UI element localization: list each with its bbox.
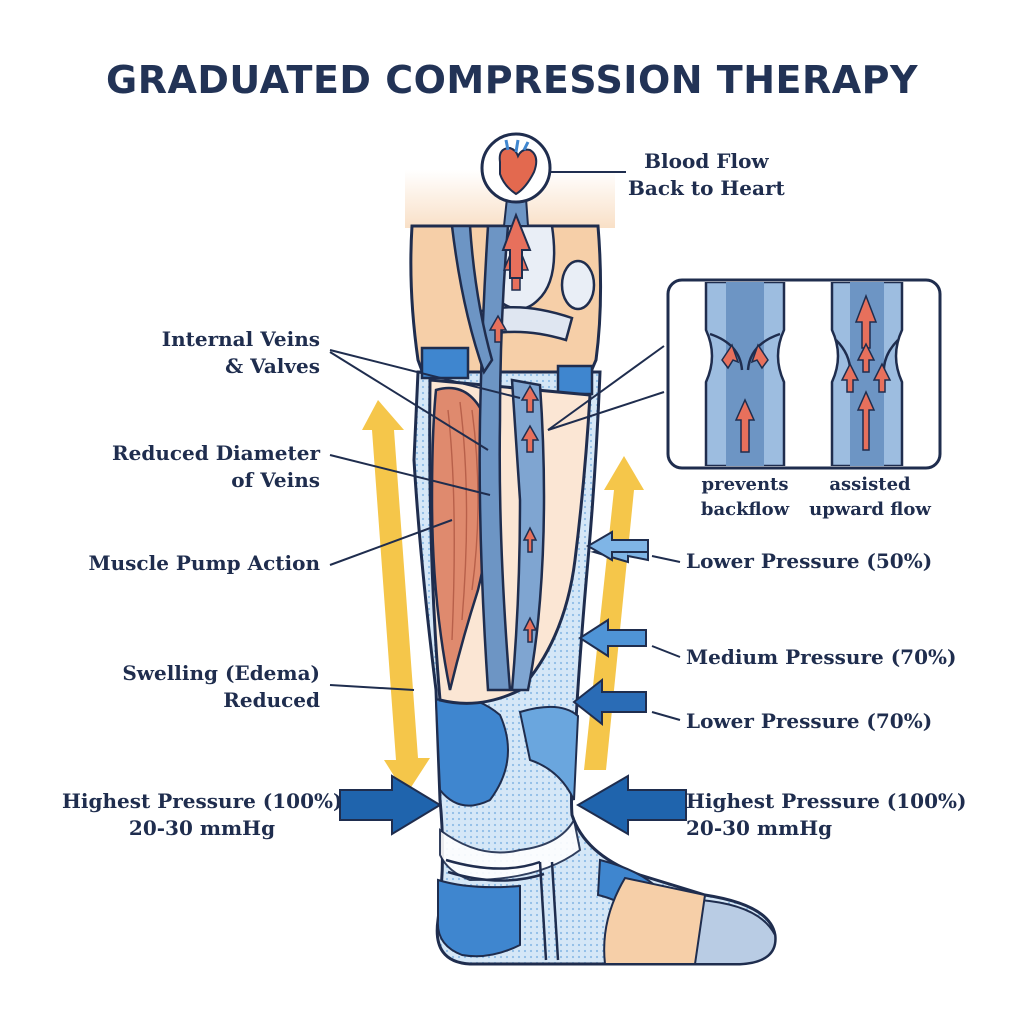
label-highest-right: Highest Pressure (100%)20-30 mmHg <box>686 789 967 840</box>
label-muscle-pump: Muscle Pump Action <box>88 551 320 575</box>
muscle-fibers <box>447 401 479 641</box>
label-highest-left: Highest Pressure (100%)20-30 mmHg <box>62 789 343 840</box>
label-internal-veins: Internal Veins& Valves <box>161 327 320 378</box>
flow-arrow-icon <box>501 212 532 279</box>
heart-icon <box>480 132 552 204</box>
page-title: GRADUATED COMPRESSION THERAPY <box>106 58 918 102</box>
cuff-left <box>420 346 470 380</box>
label-lower-50: Lower Pressure (50%) <box>686 549 933 573</box>
valve-inset <box>666 278 942 470</box>
label-medium-70: Medium Pressure (70%) <box>686 645 957 669</box>
pressure-arrow-icon <box>339 530 687 836</box>
label-lower-70: Lower Pressure (70%) <box>686 709 933 733</box>
leader-lines <box>329 345 681 721</box>
cuff-right <box>556 364 594 396</box>
ankle-bands <box>445 858 560 961</box>
label-swelling: Swelling (Edema)Reduced <box>122 661 320 712</box>
valve-icon <box>734 398 756 453</box>
